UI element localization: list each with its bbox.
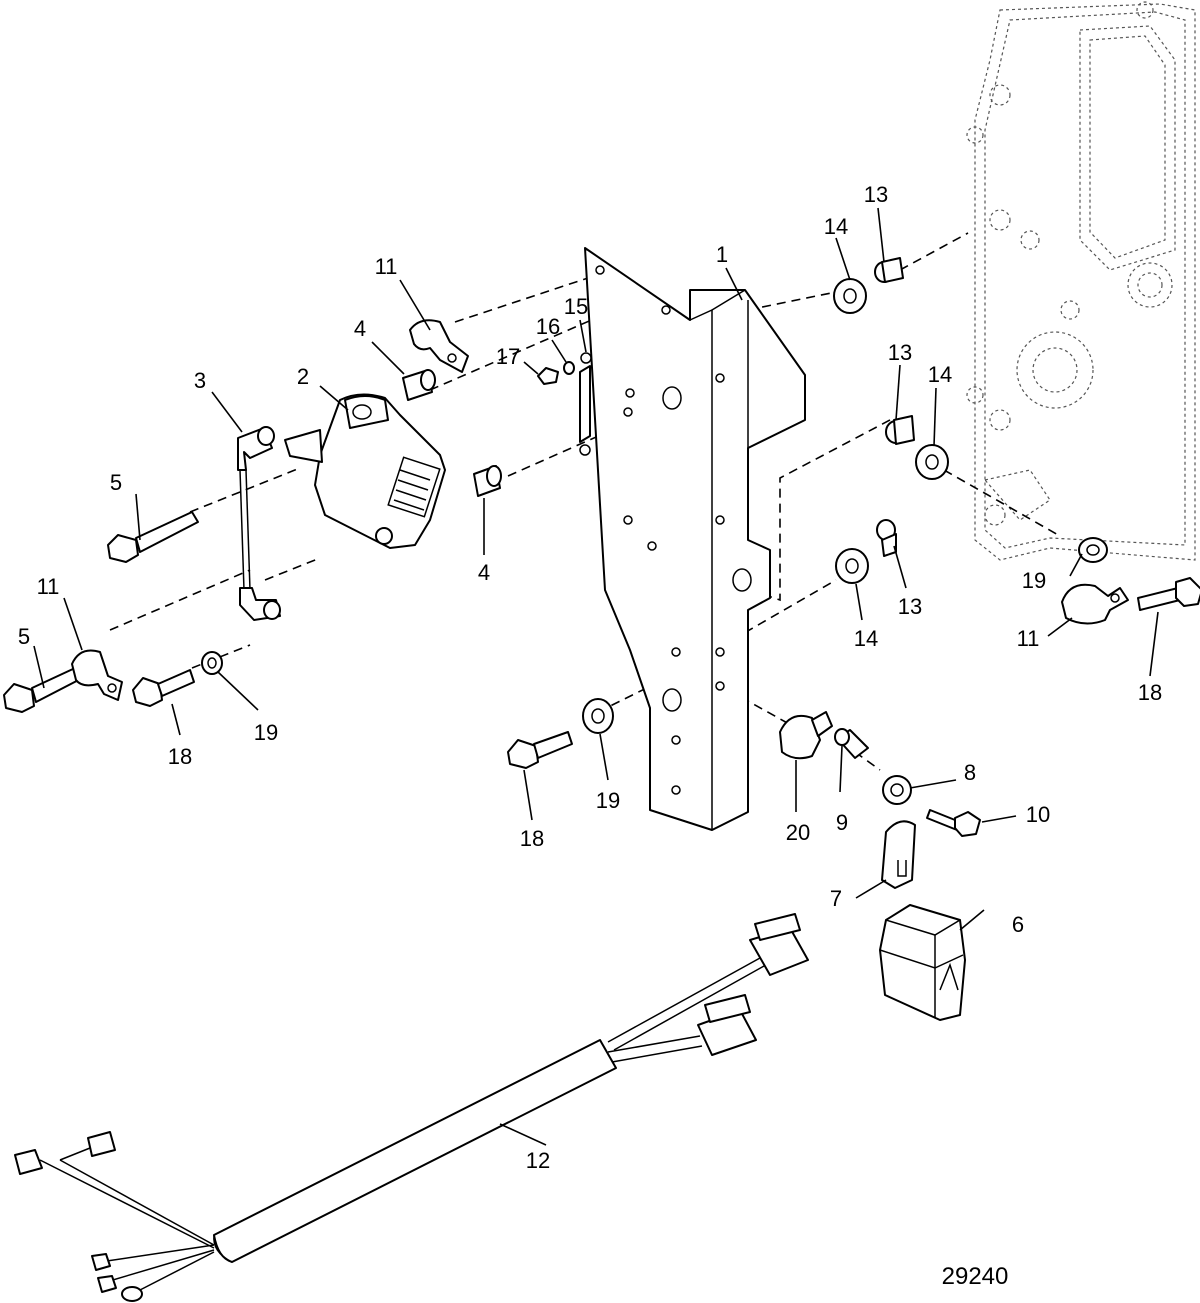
callout-12: 12 <box>526 1148 550 1173</box>
wiring-harness-part-12 <box>14 913 809 1302</box>
grommet-part-14-b <box>915 444 949 480</box>
callout-2: 2 <box>297 364 309 389</box>
callout-4-lower: 4 <box>478 560 490 585</box>
callout-3: 3 <box>194 368 206 393</box>
callout-17: 17 <box>496 344 520 369</box>
spacer-part-4-lower <box>473 465 502 497</box>
callout-18-center: 18 <box>520 826 544 851</box>
callout-15: 15 <box>564 294 588 319</box>
callout-11-top: 11 <box>375 254 398 279</box>
bushing-part-13-a <box>874 257 904 283</box>
grommet-part-14-a <box>833 278 867 314</box>
sensor-module-part-2 <box>284 393 446 549</box>
callout-4-upper: 4 <box>354 316 366 341</box>
callout-13-b: 13 <box>888 340 912 365</box>
grommet-part-14-c <box>835 548 869 584</box>
callout-18-right: 18 <box>1138 680 1162 705</box>
callout-6: 6 <box>1012 912 1024 937</box>
clip-part-7 <box>881 820 916 889</box>
callout-9: 9 <box>836 810 848 835</box>
grommet-part-8 <box>882 775 912 805</box>
screw-part-17 <box>537 367 559 385</box>
callout-19-center: 19 <box>596 788 620 813</box>
callout-14-a: 14 <box>824 214 848 239</box>
callout-16: 16 <box>536 314 560 339</box>
strap-part-15 <box>579 352 592 456</box>
callout-13-a: 13 <box>864 182 888 207</box>
spacer-part-4-upper <box>402 369 436 401</box>
clamp-part-11-left <box>71 649 123 701</box>
bolt-part-18-center <box>507 731 573 769</box>
bushing-part-13-b <box>885 415 915 445</box>
leader-lines <box>33 207 1159 1146</box>
callout-11-right: 11 <box>1017 626 1040 651</box>
clamp-part-11-right <box>1061 583 1129 625</box>
bolt-part-18-left <box>132 669 195 707</box>
callout-20: 20 <box>786 820 810 845</box>
callout-13-c: 13 <box>898 594 922 619</box>
clamp-part-20 <box>779 711 833 760</box>
engine-housing <box>966 1 1196 561</box>
callout-1: 1 <box>716 242 728 267</box>
washer-part-19-center <box>582 698 614 734</box>
standoff-part-9 <box>834 728 869 759</box>
bracket-part-1 <box>584 247 806 831</box>
bolt-part-18-right <box>1137 577 1200 611</box>
callout-19-left: 19 <box>254 720 278 745</box>
bolt-part-10 <box>926 809 981 837</box>
callout-5-lower: 5 <box>18 624 30 649</box>
callout-19-right: 19 <box>1022 568 1046 593</box>
relay-part-6 <box>879 904 966 1021</box>
callout-labels: 1 2 3 4 4 5 5 6 7 8 9 10 11 11 11 12 13 … <box>18 182 1162 1173</box>
clamp-part-11-top <box>409 319 469 373</box>
callout-8: 8 <box>964 760 976 785</box>
callout-14-c: 14 <box>854 626 878 651</box>
callout-10: 10 <box>1026 802 1050 827</box>
linkage-rod-part-3 <box>237 426 281 621</box>
figure-number: 29240 <box>942 1263 1009 1290</box>
bolt-part-5-upper <box>107 511 199 563</box>
washer-part-19-left <box>201 651 223 675</box>
callout-18-left: 18 <box>168 744 192 769</box>
bushing-part-13-c <box>876 519 897 557</box>
callout-11-left: 11 <box>37 574 60 599</box>
callout-5-upper: 5 <box>110 470 122 495</box>
washer-part-16 <box>563 361 575 375</box>
washer-part-19-right <box>1078 537 1108 563</box>
callout-14-b: 14 <box>928 362 952 387</box>
callout-7: 7 <box>830 886 842 911</box>
